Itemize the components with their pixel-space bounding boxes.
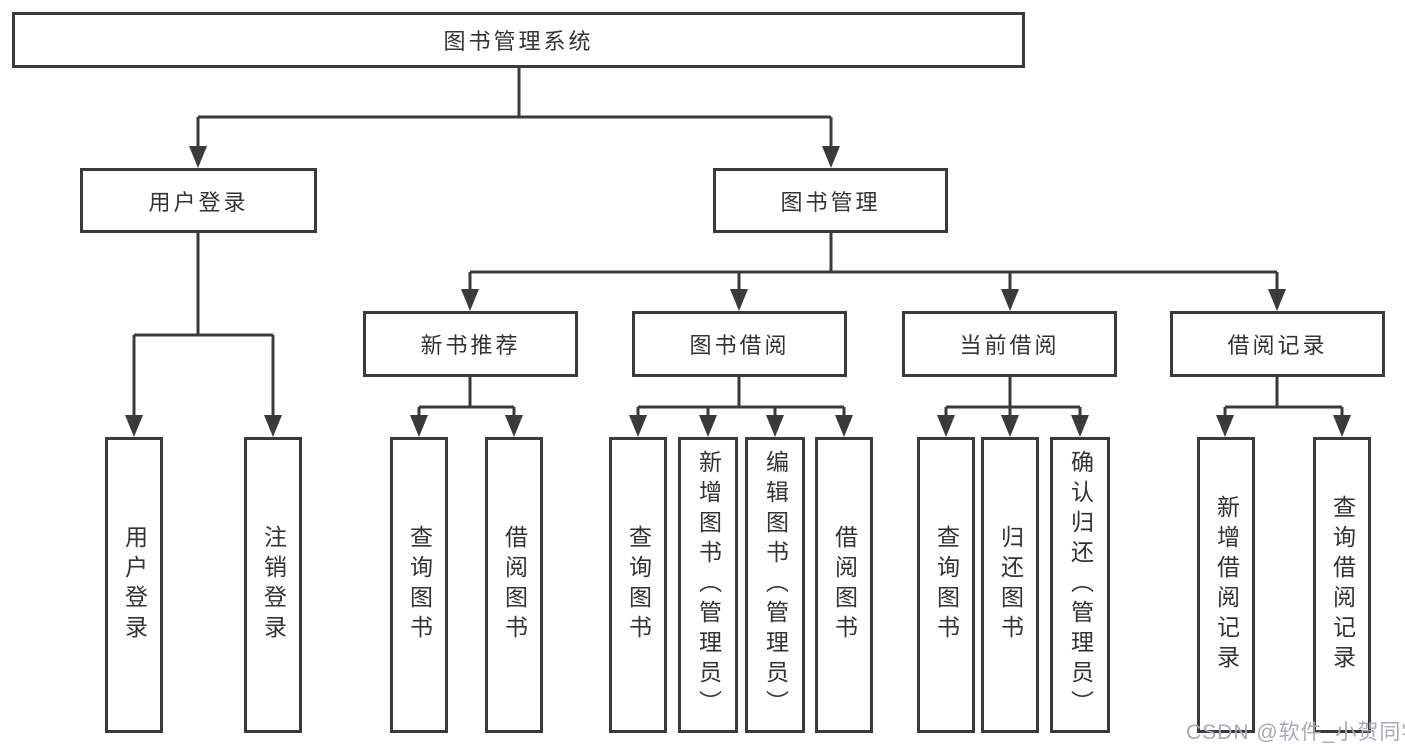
node-label: 查询借阅记录 [1329,495,1356,675]
node-label: 借阅图书 [831,525,858,645]
leaf-logout-login: 注销登录 [244,437,302,733]
node-label: 用户登录 [121,525,148,645]
node-label: 当前借阅 [959,333,1060,358]
leaf-record-query-borrow-record: 查询借阅记录 [1313,437,1371,733]
node-label: 借阅记录 [1227,333,1328,358]
node-label: 新增图书（管理员） [695,450,722,720]
node-user-login: 用户登录 [80,168,317,233]
node-label: 借阅图书 [501,525,528,645]
leaf-borrow-add-book-admin: 新增图书（管理员） [678,437,738,733]
node-label: 查询图书 [625,525,652,645]
leaf-recommend-query-book: 查询图书 [390,437,448,733]
leaf-recommend-borrow-book: 借阅图书 [485,437,543,733]
leaf-borrow-edit-book-admin: 编辑图书（管理员） [745,437,805,733]
node-label: 确认归还（管理员） [1067,450,1094,720]
node-borrow-records: 借阅记录 [1170,311,1385,377]
node-label: 查询图书 [933,525,960,645]
leaf-user-login: 用户登录 [105,437,163,733]
node-label: 编辑图书（管理员） [762,450,789,720]
leaf-current-query-book: 查询图书 [917,437,975,733]
node-label: 查询图书 [406,525,433,645]
leaf-record-add-borrow-record: 新增借阅记录 [1197,437,1255,733]
node-book-management: 图书管理 [713,168,948,233]
node-label: 归还图书 [997,525,1024,645]
leaf-borrow-query-book: 查询图书 [609,437,667,733]
leaf-borrow-borrow-book: 借阅图书 [815,437,873,733]
node-label: 新书推荐 [420,333,521,358]
node-new-book-recommend: 新书推荐 [363,311,578,377]
node-label: 新增借阅记录 [1213,495,1240,675]
node-label: 图书管理 [780,189,881,215]
node-label: 用户登录 [148,189,249,215]
node-label: 图书借阅 [689,333,790,358]
node-current-borrow: 当前借阅 [902,311,1117,377]
node-label: 注销登录 [260,525,287,645]
leaf-current-return-book: 归还图书 [981,437,1039,733]
node-label: 图书管理系统 [443,29,594,54]
node-book-borrow: 图书借阅 [632,311,847,377]
leaf-current-confirm-return-admin: 确认归还（管理员） [1050,437,1110,733]
node-root-library-system: 图书管理系统 [12,12,1025,68]
